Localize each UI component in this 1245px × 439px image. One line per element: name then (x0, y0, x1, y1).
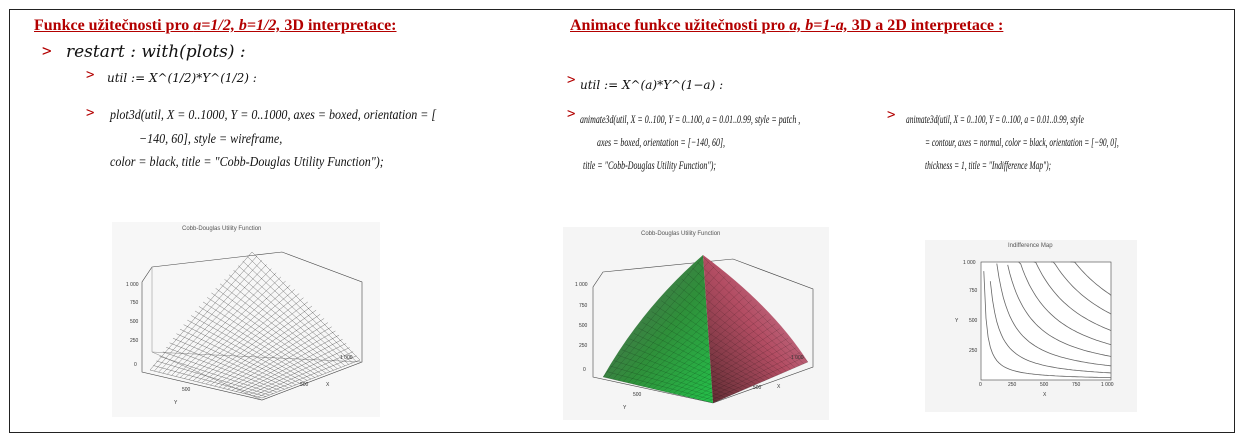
cmd-animate1-line3[interactable]: title = "Cobb-Douglas Utility Function")… (583, 158, 716, 172)
contour-line (989, 281, 1112, 374)
contour-y-tick: 1 000 (963, 260, 976, 266)
patch-y-tick: 500 (633, 392, 642, 398)
cmd-util2[interactable]: util := X^(a)*Y^(1−a) : (580, 78, 724, 92)
section2-heading-text: Animace funkce užitečnosti pro (570, 17, 790, 34)
cmd-plot3d-line2[interactable]: −140, 60], style = wireframe, (139, 132, 283, 147)
patch-z-tick: 750 (579, 303, 588, 309)
plot-contour-title: Indifference Map (1008, 243, 1053, 249)
plot-contour[interactable]: Indifference Map 1 000 750 500 250 Y 0 2… (925, 240, 1137, 412)
contour-line (1018, 261, 1112, 346)
contour-lines (983, 261, 1112, 379)
wire-z-tick: 1 000 (126, 282, 139, 288)
plot-patch-title: Cobb-Douglas Utility Function (641, 231, 721, 237)
section2-heading: Animace funkce užitečnosti pro a, b=1-a,… (570, 17, 1003, 35)
cmd-plot3d-line3[interactable]: color = black, title = "Cobb-Douglas Uti… (110, 155, 384, 170)
prompt-animate1: > (567, 106, 576, 122)
wireframe-grid (149, 251, 361, 399)
cmd-animate1-line1[interactable]: animate3d(util, X = 0..100, Y = 0..100, … (580, 112, 801, 126)
contour-plot-area (980, 261, 1112, 381)
section2-heading-tail: 3D a 2D interpretace : (847, 17, 1004, 34)
contour-x-tick: 500 (1040, 382, 1049, 388)
prompt-animate2: > (887, 107, 896, 123)
contour-line (1033, 261, 1112, 332)
patch-z-tick: 0 (583, 367, 586, 373)
contour-y-tick: 750 (969, 288, 978, 294)
patch-z-tick: 1 000 (575, 282, 588, 288)
contour-x-tick: 1 000 (1101, 382, 1114, 388)
cmd-util[interactable]: util := X^(1/2)*Y^(1/2) : (107, 71, 257, 85)
plot-wireframe-title: Cobb-Douglas Utility Function (182, 226, 262, 232)
patch-x-label: X (777, 384, 781, 390)
contour-line (1007, 264, 1112, 357)
contour-y-tick: 500 (969, 318, 978, 324)
wire-z-tick: 250 (130, 338, 139, 344)
wire-z-tick: 500 (130, 319, 139, 325)
prompt-restart: > (42, 41, 52, 60)
cmd-animate2-line3[interactable]: thickness = 1, title = "Indifference Map… (925, 158, 1052, 172)
section1-heading-text: Funkce užitečnosti pro (34, 17, 194, 34)
wireframe-surface (141, 251, 363, 401)
contour-line (1070, 261, 1112, 296)
cmd-plot3d-line1[interactable]: plot3d(util, X = 0..1000, Y = 0..1000, a… (110, 108, 437, 123)
cmd-animate2-line2[interactable]: = contour, axes = normal, color = black,… (925, 135, 1119, 149)
section1-heading-params: a=1/2, b=1/2, (193, 17, 281, 34)
prompt-util: > (86, 67, 95, 83)
contour-line (1051, 261, 1112, 315)
section1-heading: Funkce užitečnosti pro a=1/2, b=1/2, 3D … (34, 17, 397, 35)
contour-x-tick: 750 (1072, 382, 1081, 388)
cmd-animate2-line1[interactable]: animate3d(util, X = 0..100, Y = 0..100, … (906, 112, 1084, 126)
wire-z-tick: 750 (130, 300, 139, 306)
contour-y-label: Y (955, 318, 959, 324)
wire-x-tick: 1 000 (340, 355, 353, 361)
wire-y-tick: 500 (182, 387, 191, 393)
patch-x-tick: 1 000 (791, 355, 804, 361)
plot-wireframe[interactable]: Cobb-Douglas Utility Function 1 000 750 … (112, 222, 380, 417)
patch-z-tick: 500 (579, 323, 588, 329)
patch-y-label: Y (623, 405, 627, 411)
cmd-restart[interactable]: restart : with(plots) : (66, 42, 246, 62)
contour-x-label: X (1043, 392, 1047, 398)
plot-patch[interactable]: Cobb-Douglas Utility Function 1 000 750 … (563, 227, 829, 420)
prompt-plot3d: > (86, 105, 95, 121)
section2-heading-params: a, b=1-a, (789, 17, 848, 34)
contour-line (996, 263, 1112, 367)
contour-y-tick: 250 (969, 348, 978, 354)
contour-line (983, 271, 1112, 379)
contour-x-tick: 0 (979, 382, 982, 388)
patch-z-tick: 250 (579, 343, 588, 349)
patch-x-tick: 500 (753, 385, 762, 391)
patch-grid (602, 256, 809, 404)
section1-heading-tail: 3D interpretace: (280, 17, 397, 34)
wire-x-tick: 500 (300, 382, 309, 388)
cmd-animate1-line2[interactable]: axes = boxed, orientation = [−140, 60], (597, 135, 726, 149)
prompt-util2: > (567, 72, 576, 88)
patch-surface (592, 255, 814, 404)
wire-z-tick: 0 (134, 362, 137, 368)
wire-x-label: X (326, 382, 330, 388)
contour-x-tick: 250 (1008, 382, 1017, 388)
wire-y-label: Y (174, 400, 178, 406)
